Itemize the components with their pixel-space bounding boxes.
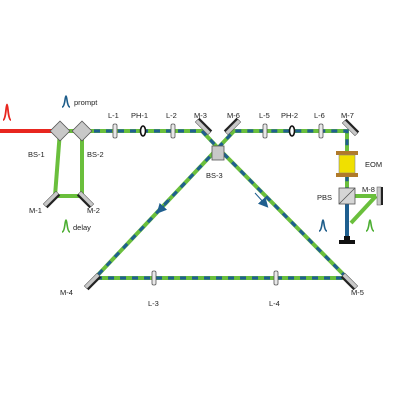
combined-beam — [82, 129, 352, 280]
beam-paths — [0, 129, 378, 280]
prompt-pulse-icon — [61, 95, 71, 108]
input-pulse-icon — [2, 103, 12, 121]
label-prompt: prompt — [74, 98, 98, 107]
label-l-1: L-1 — [108, 111, 119, 120]
bs-3-beamsplitter — [211, 145, 225, 161]
label-bs-3: BS-3 — [206, 171, 223, 180]
direction-arrow-right — [254, 192, 269, 208]
direction-arrow-left — [156, 198, 171, 214]
label-m-7: M-7 — [341, 111, 354, 120]
label-bs-2: BS-2 — [87, 150, 104, 159]
label-m-6: M-6 — [227, 111, 240, 120]
m-2-mirror — [76, 190, 95, 209]
detector-block — [339, 236, 355, 244]
l-5-lens — [262, 123, 268, 139]
bs-1-beamsplitter — [49, 120, 71, 142]
lenses — [112, 123, 324, 286]
label-ph-2: PH-2 — [281, 111, 298, 120]
m-1-mirror — [42, 190, 61, 209]
label-l-5: L-5 — [259, 111, 270, 120]
label-bs-1: BS-1 — [28, 150, 45, 159]
delay-loop-beam — [53, 129, 84, 198]
label-pbs: PBS — [317, 193, 332, 202]
l-6-lens — [318, 123, 324, 139]
l-3-lens — [151, 270, 157, 286]
label-eom: EOM — [365, 160, 382, 169]
delay-pulse-icon — [61, 219, 71, 233]
eom-modulator — [336, 151, 358, 177]
l-1-lens — [112, 123, 118, 139]
component-labels: BS-1 BS-2 BS-3 M-1 M-2 M-3 M-6 M-7 M-8 M… — [28, 98, 382, 308]
label-m-3: M-3 — [194, 111, 207, 120]
label-l-6: L-6 — [314, 111, 325, 120]
l-2-lens — [170, 123, 176, 139]
m-3-mirror — [194, 117, 213, 136]
ph-2-pinhole — [288, 125, 296, 137]
label-m-1: M-1 — [29, 206, 42, 215]
label-l-3: L-3 — [148, 299, 159, 308]
label-l-2: L-2 — [166, 111, 177, 120]
label-m-2: M-2 — [87, 206, 100, 215]
m-7-mirror — [341, 118, 360, 137]
m-8-mirror — [376, 186, 383, 206]
label-delay: delay — [73, 223, 91, 232]
m-5-mirror — [340, 272, 359, 291]
label-m-5: M-5 — [351, 288, 364, 297]
label-ph-1: PH-1 — [131, 111, 148, 120]
label-m-8: M-8 — [362, 185, 375, 194]
m-4-mirror — [83, 272, 102, 291]
output-prompt-pulse-icon — [318, 219, 328, 232]
label-l-4: L-4 — [269, 299, 280, 308]
bs-2-beamsplitter — [71, 120, 93, 142]
output-delay-pulse-icon — [365, 219, 375, 232]
label-m-4: M-4 — [60, 288, 73, 297]
l-4-lens — [273, 270, 279, 286]
m-6-mirror — [223, 117, 242, 136]
ph-1-pinhole — [139, 125, 147, 137]
pbs-cube — [338, 187, 356, 205]
